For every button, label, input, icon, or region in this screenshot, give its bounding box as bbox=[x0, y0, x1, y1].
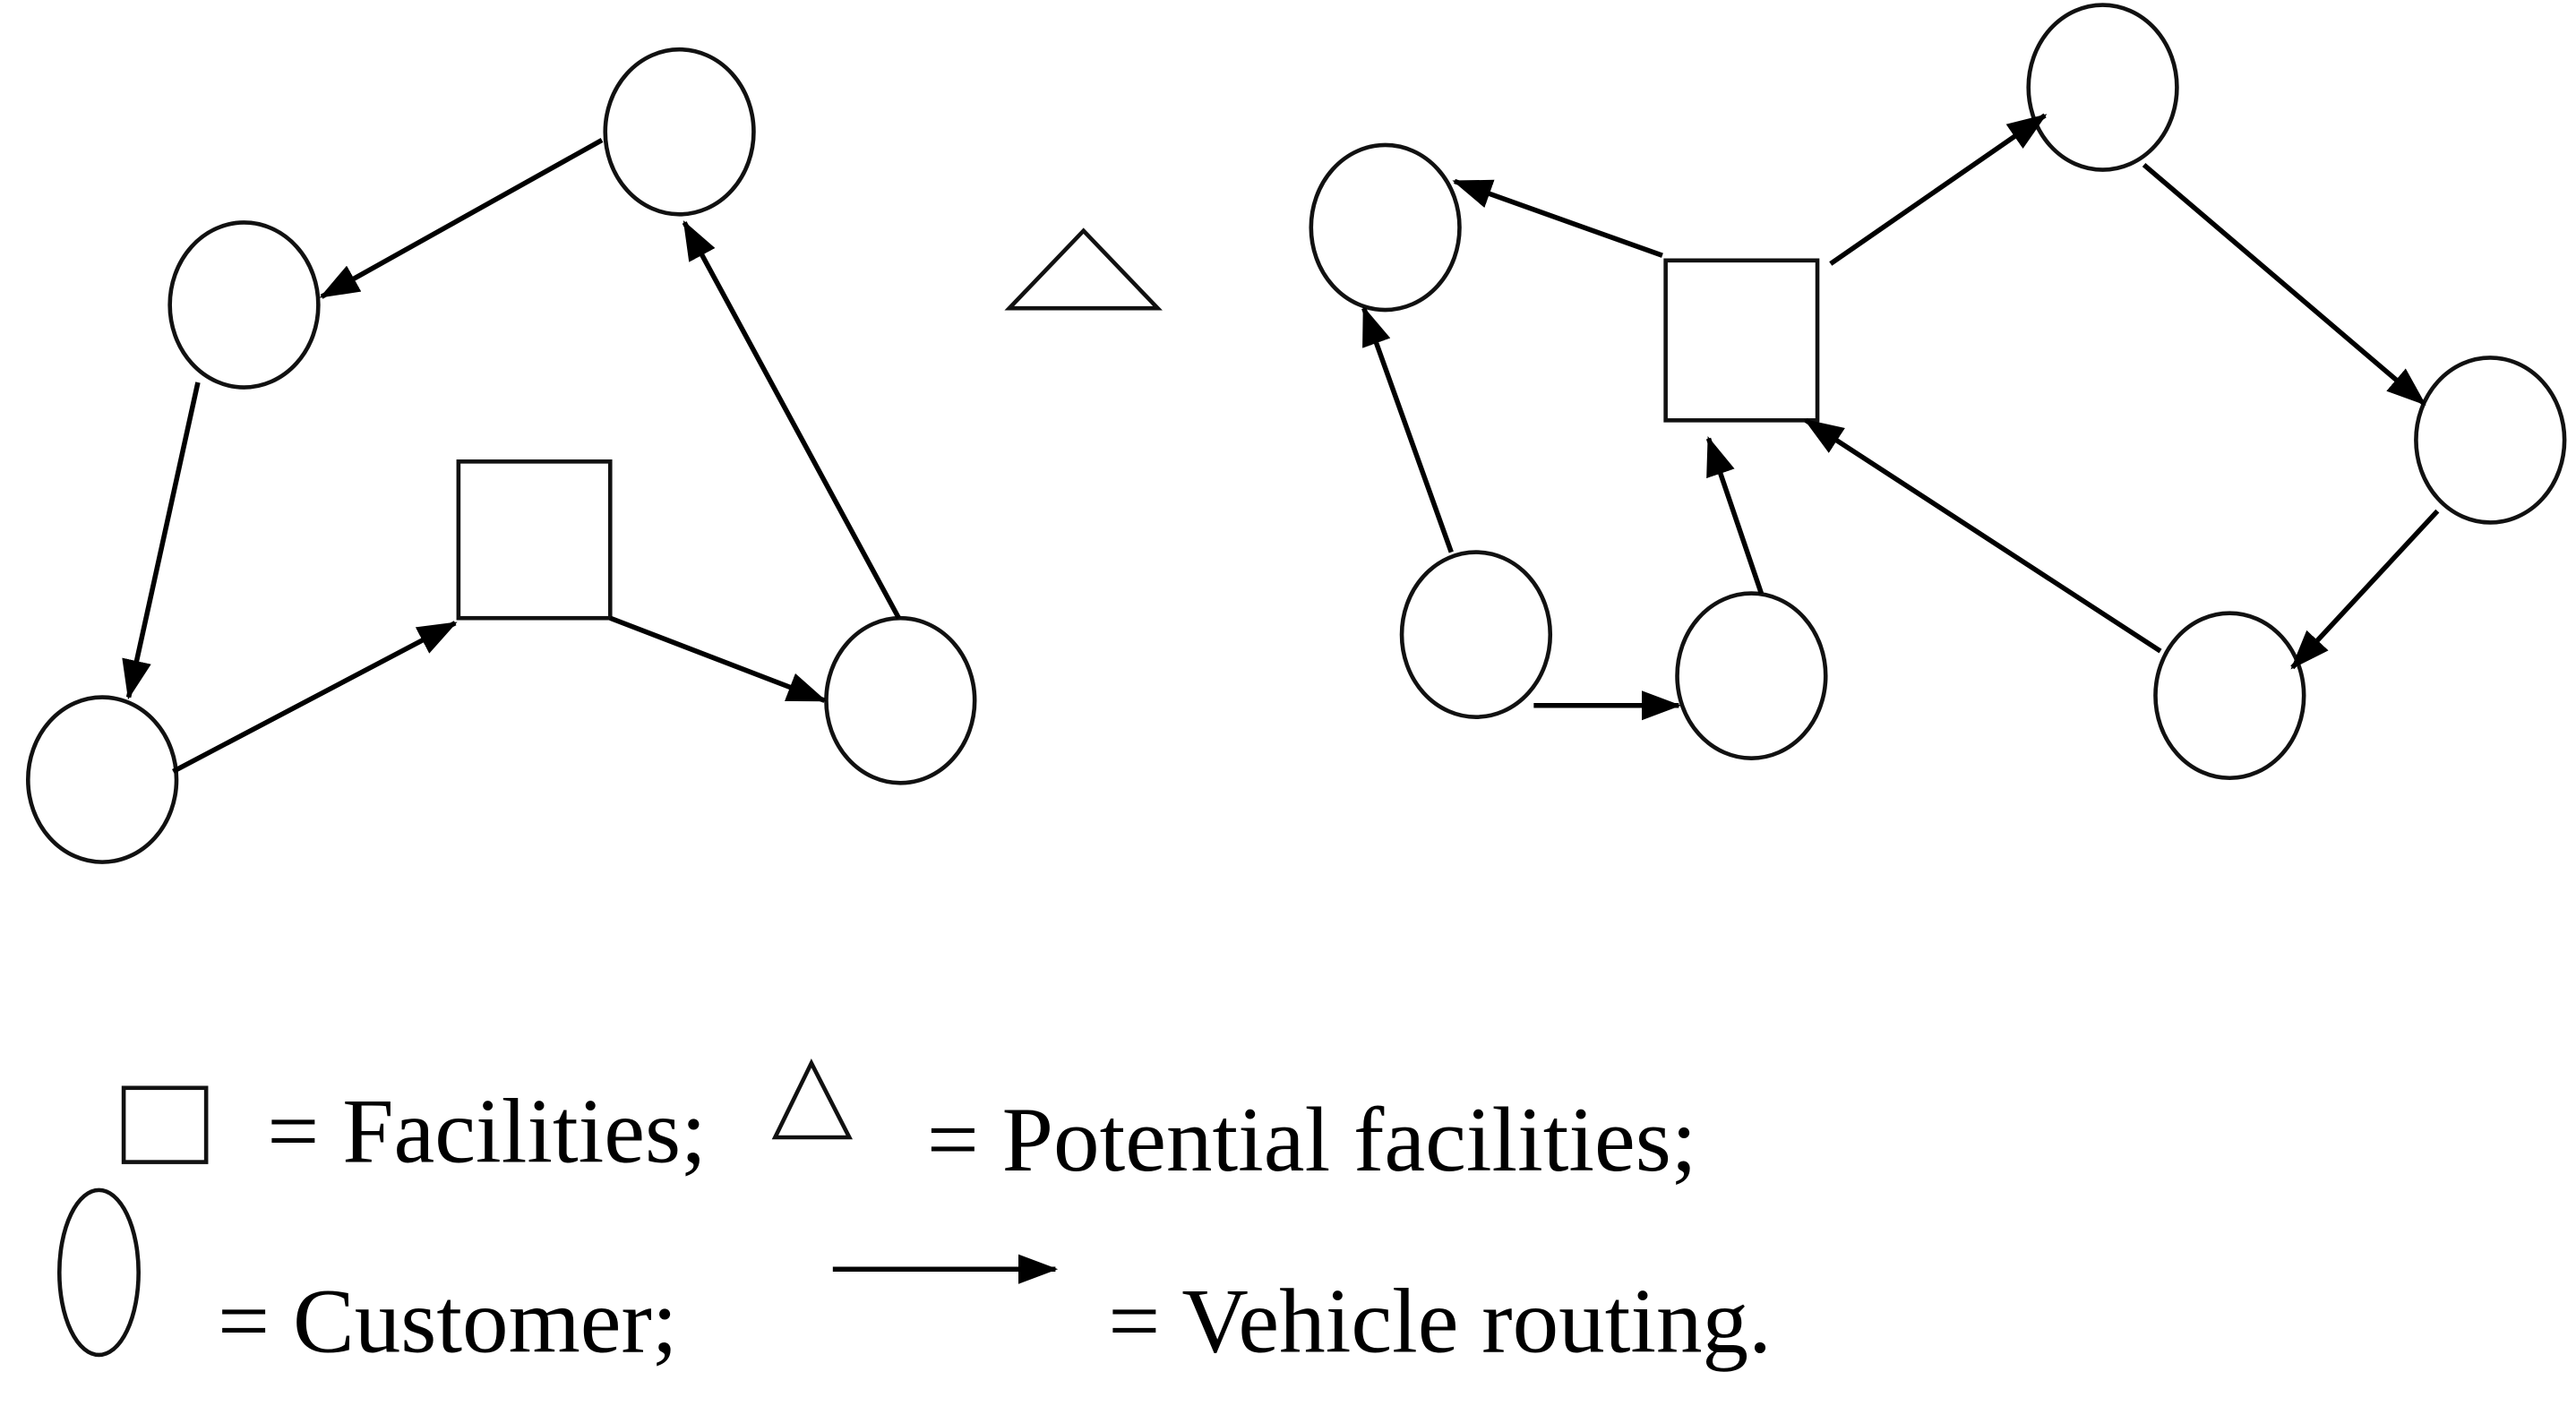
route-arrow bbox=[682, 220, 901, 620]
facility-node bbox=[456, 459, 613, 621]
route-arrow bbox=[2290, 509, 2440, 670]
route-arrow bbox=[1452, 178, 1663, 258]
facility-legend-icon bbox=[121, 1085, 209, 1164]
customer-node bbox=[603, 47, 756, 217]
legend-potential-facilities: = Potential facilities; bbox=[927, 1089, 1697, 1191]
route-arrow bbox=[1361, 305, 1454, 553]
route-arrow bbox=[172, 621, 458, 774]
customer-node bbox=[2153, 611, 2306, 781]
customer-node bbox=[824, 615, 977, 785]
right-route bbox=[1309, 3, 2567, 781]
legend: = Facilities; = Potential facilities; = … bbox=[56, 1059, 1772, 1372]
route-arrow bbox=[122, 382, 201, 700]
legend-customer: = Customer; bbox=[218, 1270, 677, 1372]
customer-node bbox=[2026, 3, 2179, 172]
route-arrow bbox=[1829, 113, 2048, 266]
potential-facility-legend-icon bbox=[771, 1059, 853, 1140]
legend-vehicle-routing: = Vehicle routing. bbox=[1108, 1270, 1772, 1372]
route-arrow bbox=[609, 615, 828, 703]
route-arrow bbox=[1705, 435, 1765, 595]
facility-node bbox=[1663, 258, 1820, 423]
customer-legend-icon bbox=[56, 1187, 141, 1358]
left-route bbox=[25, 47, 977, 864]
customer-node bbox=[25, 695, 179, 864]
route-arrow bbox=[319, 138, 604, 299]
route-arrow bbox=[2142, 162, 2426, 407]
customer-node bbox=[2414, 356, 2567, 525]
route-arrow bbox=[1803, 418, 2162, 654]
legend-facilities: = Facilities; bbox=[267, 1081, 707, 1183]
customer-node bbox=[1399, 550, 1553, 719]
customer-node bbox=[1309, 142, 1462, 313]
potential-facility-node bbox=[1004, 227, 1163, 311]
customer-node bbox=[167, 220, 321, 390]
customer-node bbox=[1675, 591, 1828, 760]
